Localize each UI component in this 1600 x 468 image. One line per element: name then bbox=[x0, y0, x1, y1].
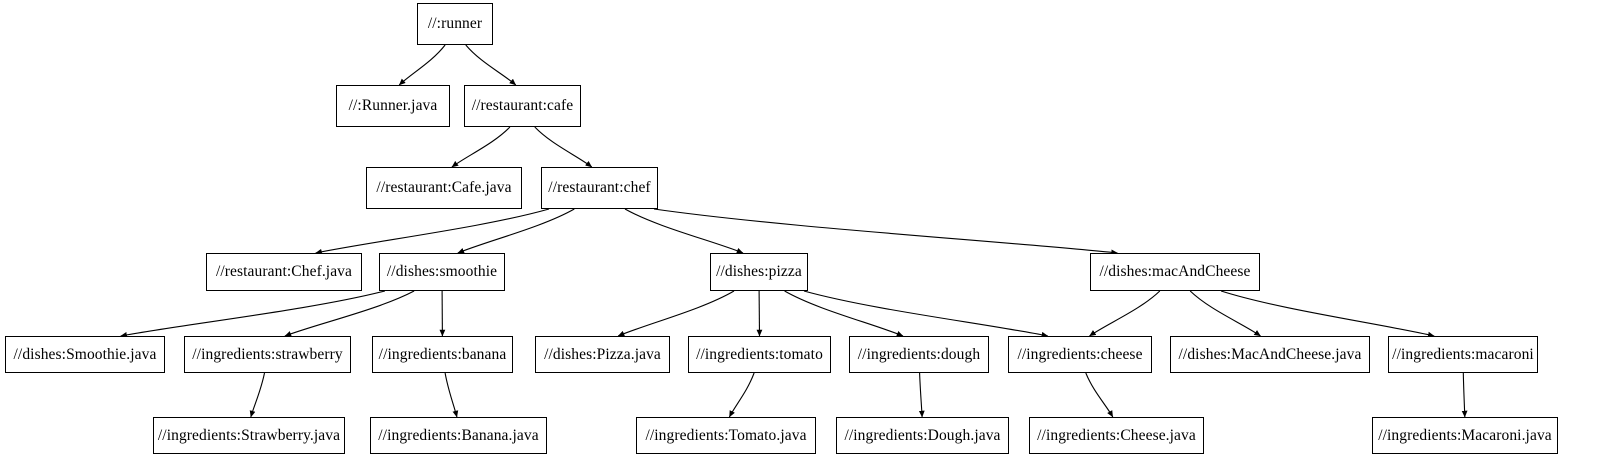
graph-node-label: //ingredients:Dough.java bbox=[844, 426, 1001, 444]
graph-node-label: //ingredients:strawberry bbox=[192, 345, 343, 363]
graph-node-label: //ingredients:macaroni bbox=[1392, 345, 1534, 363]
graph-node-ing_strawberry[interactable]: //ingredients:strawberry bbox=[184, 336, 351, 373]
graph-node-label: //ingredients:Cheese.java bbox=[1037, 426, 1196, 444]
graph-node-strawberry_java[interactable]: //ingredients:Strawberry.java bbox=[153, 417, 345, 454]
graph-node-ing_cheese[interactable]: //ingredients:cheese bbox=[1008, 336, 1152, 373]
graph-node-label: //ingredients:banana bbox=[378, 345, 507, 363]
graph-node-label: //ingredients:tomato bbox=[696, 345, 823, 363]
graph-node-label: //dishes:pizza bbox=[716, 263, 802, 281]
graph-node-label: //restaurant:Cafe.java bbox=[376, 179, 512, 197]
graph-node-cafe_java[interactable]: //restaurant:Cafe.java bbox=[366, 167, 522, 209]
graph-node-label: //ingredients:Banana.java bbox=[378, 426, 539, 444]
graph-node-label: //:runner bbox=[427, 15, 483, 33]
graph-node-mac_java[interactable]: //dishes:MacAndCheese.java bbox=[1170, 336, 1370, 373]
graph-node-label: //dishes:macAndCheese bbox=[1099, 263, 1251, 281]
graph-node-label: //ingredients:Strawberry.java bbox=[157, 426, 341, 444]
graph-node-label: //ingredients:Tomato.java bbox=[645, 426, 807, 444]
graph-node-label: //restaurant:cafe bbox=[471, 97, 574, 115]
graph-node-label: //:Runner.java bbox=[348, 97, 438, 115]
graph-node-label: //dishes:smoothie bbox=[386, 263, 498, 281]
graph-node-restaurant_chef[interactable]: //restaurant:chef bbox=[541, 167, 658, 209]
graph-node-dishes_mac[interactable]: //dishes:macAndCheese bbox=[1090, 253, 1260, 291]
graph-node-restaurant_cafe[interactable]: //restaurant:cafe bbox=[464, 85, 581, 127]
graph-node-dough_java[interactable]: //ingredients:Dough.java bbox=[836, 417, 1009, 454]
graph-node-ing_dough[interactable]: //ingredients:dough bbox=[849, 336, 989, 373]
graph-node-cheese_java[interactable]: //ingredients:Cheese.java bbox=[1029, 417, 1204, 454]
graph-node-label: //restaurant:Chef.java bbox=[215, 263, 353, 281]
graph-node-ing_tomato[interactable]: //ingredients:tomato bbox=[688, 336, 831, 373]
graph-node-label: //restaurant:chef bbox=[548, 179, 651, 197]
graph-node-label: //ingredients:cheese bbox=[1017, 345, 1143, 363]
graph-node-label: //dishes:Smoothie.java bbox=[13, 345, 157, 363]
graph-node-runner[interactable]: //:runner bbox=[417, 3, 493, 45]
graph-node-runner_java[interactable]: //:Runner.java bbox=[336, 85, 450, 127]
graph-node-pizza_java[interactable]: //dishes:Pizza.java bbox=[535, 336, 670, 373]
graph-node-ing_banana[interactable]: //ingredients:banana bbox=[372, 336, 513, 373]
graph-node-label: //ingredients:dough bbox=[857, 345, 981, 363]
graph-node-label: //dishes:MacAndCheese.java bbox=[1178, 345, 1362, 363]
graph-node-ing_macaroni[interactable]: //ingredients:macaroni bbox=[1388, 336, 1538, 373]
graph-node-label: //ingredients:Macaroni.java bbox=[1378, 426, 1552, 444]
graph-node-chef_java[interactable]: //restaurant:Chef.java bbox=[206, 253, 362, 291]
graph-node-label: //dishes:Pizza.java bbox=[544, 345, 661, 363]
graph-node-banana_java[interactable]: //ingredients:Banana.java bbox=[370, 417, 547, 454]
graph-node-dishes_smoothie[interactable]: //dishes:smoothie bbox=[379, 253, 505, 291]
graph-node-tomato_java[interactable]: //ingredients:Tomato.java bbox=[636, 417, 816, 454]
graph-node-smoothie_java[interactable]: //dishes:Smoothie.java bbox=[5, 336, 165, 373]
graph-node-dishes_pizza[interactable]: //dishes:pizza bbox=[710, 253, 808, 291]
graph-node-macaroni_java[interactable]: //ingredients:Macaroni.java bbox=[1372, 417, 1558, 454]
